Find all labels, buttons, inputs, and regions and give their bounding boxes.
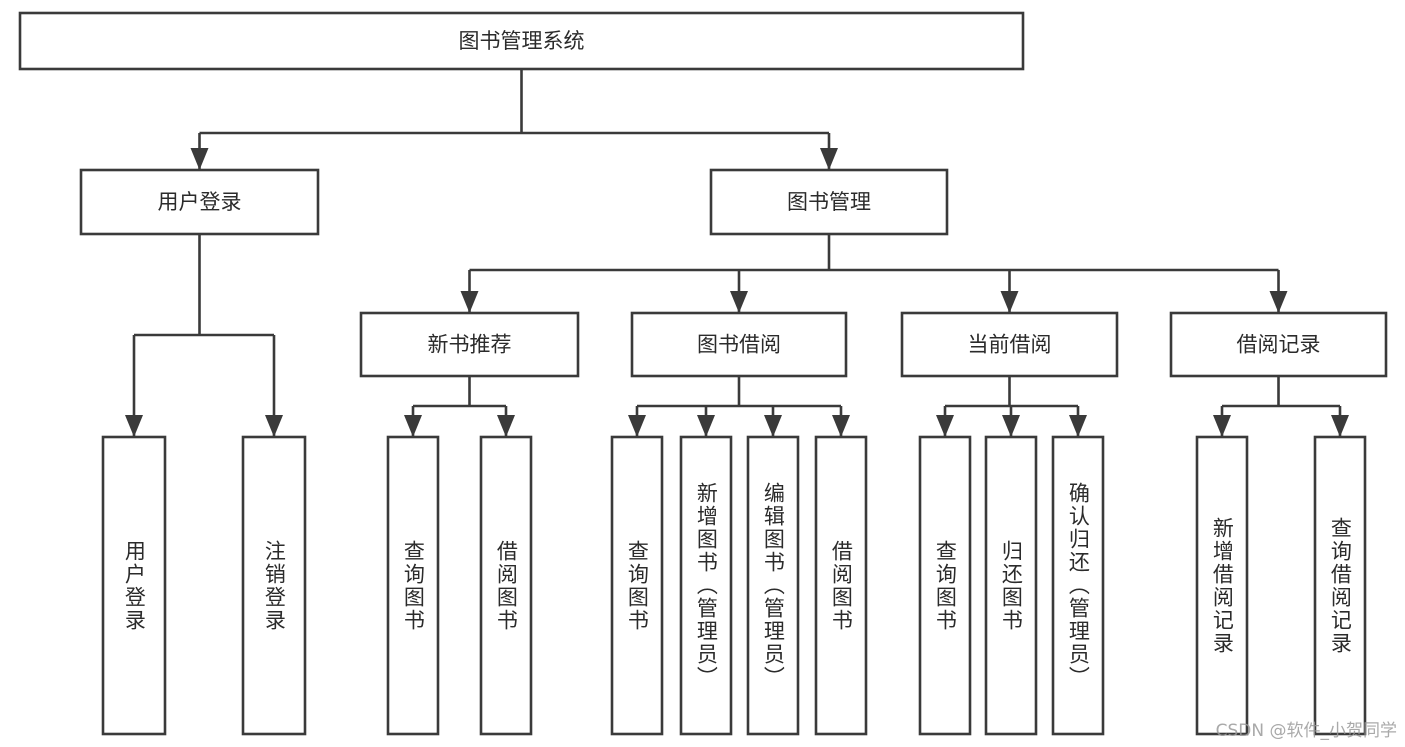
leaf-查询图书[interactable] [610, 435, 664, 736]
arrow-head-icon [265, 415, 283, 437]
arrow-head-icon [936, 415, 954, 437]
arrow-head-icon [404, 415, 422, 437]
node-box-layer [18, 11, 1388, 736]
node-label-借阅记录: 借阅记录 [1237, 333, 1321, 357]
arrow-head-icon [125, 415, 143, 437]
leaf-借阅图书[interactable] [814, 435, 868, 736]
arrow-head-icon [628, 415, 646, 437]
node-图书管理系统[interactable] [18, 11, 1025, 71]
leaf-查询图书[interactable] [918, 435, 972, 736]
node-当前借阅[interactable] [900, 311, 1119, 378]
arrow-head-icon [460, 291, 479, 313]
leaf-确认归还管理员[interactable] [1051, 435, 1105, 736]
arrow-head-icon [1331, 415, 1349, 437]
node-label-新书推荐: 新书推荐 [428, 333, 512, 357]
node-label-用户登录: 用户登录 [158, 190, 242, 214]
arrow-head-icon [697, 415, 715, 437]
arrow-head-icon [1213, 415, 1231, 437]
leaf-用户登录[interactable] [101, 435, 167, 736]
leaf-编辑图书管理员[interactable] [746, 435, 800, 736]
leaf-归还图书[interactable] [984, 435, 1038, 736]
node-图书借阅[interactable] [630, 311, 848, 378]
node-图书管理[interactable] [709, 168, 949, 236]
node-label-图书管理: 图书管理 [787, 190, 871, 214]
node-新书推荐[interactable] [359, 311, 580, 378]
arrow-head-icon [764, 415, 782, 437]
arrow-head-icon [1000, 291, 1019, 313]
arrow-head-icon [190, 148, 209, 170]
node-用户登录[interactable] [79, 168, 320, 236]
node-label-当前借阅: 当前借阅 [968, 333, 1052, 357]
node-label-图书借阅: 图书借阅 [697, 333, 781, 357]
leaf-查询借阅记录[interactable] [1313, 435, 1367, 736]
connector-layer [125, 69, 1349, 437]
arrow-head-icon [730, 291, 748, 313]
leaf-借阅图书[interactable] [479, 435, 533, 736]
node-借阅记录[interactable] [1169, 311, 1388, 378]
leaf-新增图书管理员[interactable] [679, 435, 733, 736]
arrow-head-icon [820, 148, 838, 170]
arrow-head-icon [1069, 415, 1087, 437]
arrow-head-icon [832, 415, 850, 437]
leaf-注销登录[interactable] [241, 435, 307, 736]
watermark-text: CSDN @软件_小贺同学 [1215, 721, 1397, 741]
leaf-查询图书[interactable] [386, 435, 440, 736]
node-label-图书管理系统: 图书管理系统 [459, 29, 585, 53]
arrow-head-icon [1269, 291, 1288, 313]
arrow-head-icon [497, 415, 515, 437]
arrow-head-icon [1002, 415, 1020, 437]
leaf-新增借阅记录[interactable] [1195, 435, 1249, 736]
